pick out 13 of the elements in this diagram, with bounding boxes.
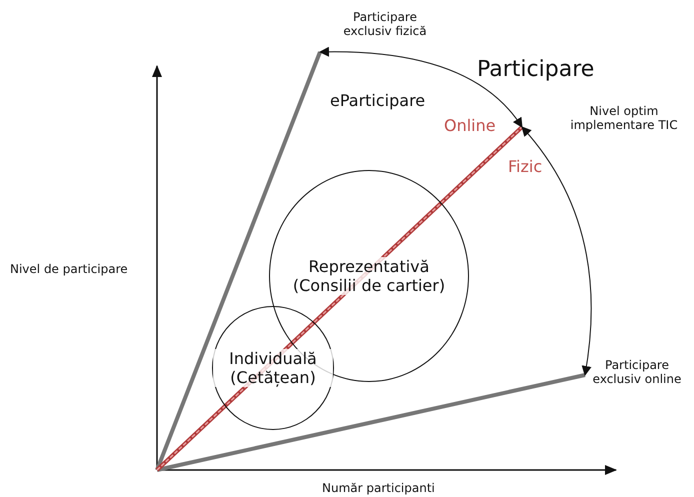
arc-arrow bbox=[319, 46, 523, 128]
tip-label: Participare exclusiv fizică bbox=[342, 10, 428, 39]
tip-label: Participare exclusiv online bbox=[592, 358, 682, 387]
title-label: Participare bbox=[477, 57, 594, 82]
axis-label: Număr participanti bbox=[322, 481, 435, 495]
circle-label: Individuală (Cetățean) bbox=[213, 348, 333, 388]
region-label: Online bbox=[444, 116, 496, 135]
region-label: eParticipare bbox=[330, 91, 426, 110]
arc-arrow bbox=[521, 126, 592, 376]
axis-label: Nivel de participare bbox=[10, 262, 128, 276]
tip-label: Nivel optim implementare TIC bbox=[569, 104, 679, 133]
group-circle bbox=[212, 306, 334, 430]
region-label: Fizic bbox=[508, 157, 542, 176]
